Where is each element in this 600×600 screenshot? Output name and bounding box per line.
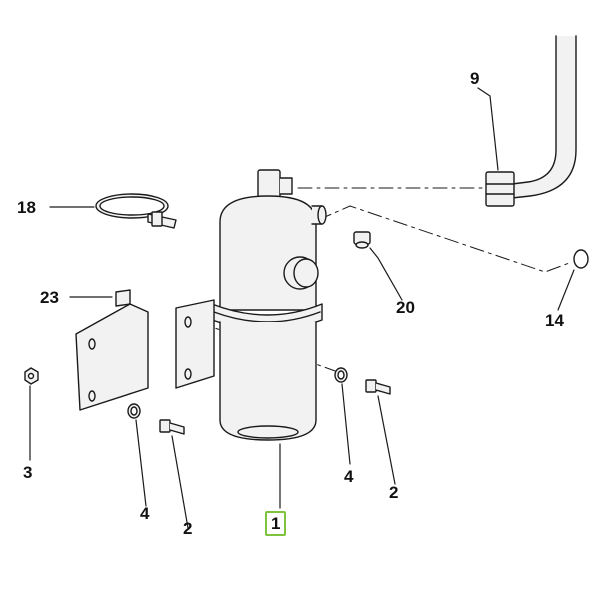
bolt-right: [365, 379, 391, 395]
callout-20[interactable]: 20: [396, 298, 415, 317]
callout-9[interactable]: 9: [470, 69, 480, 88]
plug: [353, 231, 371, 249]
washer-left: [127, 403, 141, 419]
bolt-left: [159, 419, 185, 435]
callout-3[interactable]: 3: [23, 463, 33, 482]
callout-18[interactable]: 18: [17, 198, 36, 217]
hose-clamp: [95, 193, 177, 229]
callout-23[interactable]: 23: [40, 288, 59, 307]
o-ring: [573, 249, 589, 269]
assembly-line-oring: [317, 205, 573, 273]
receiver-drier: [211, 169, 327, 441]
leader-lines: [29, 87, 575, 529]
callout-4-left[interactable]: 4: [140, 504, 150, 523]
callout-14[interactable]: 14: [545, 311, 564, 330]
pipe: [485, 35, 577, 207]
mounting-bracket: [75, 289, 149, 411]
nut: [24, 367, 39, 385]
callout-2-right[interactable]: 2: [389, 483, 399, 502]
callout-4-right[interactable]: 4: [344, 467, 354, 486]
washer-right: [334, 367, 348, 383]
callout-1[interactable]: 1: [265, 511, 287, 536]
drier-mount-plate: [175, 299, 215, 389]
callout-2-left[interactable]: 2: [183, 519, 193, 538]
